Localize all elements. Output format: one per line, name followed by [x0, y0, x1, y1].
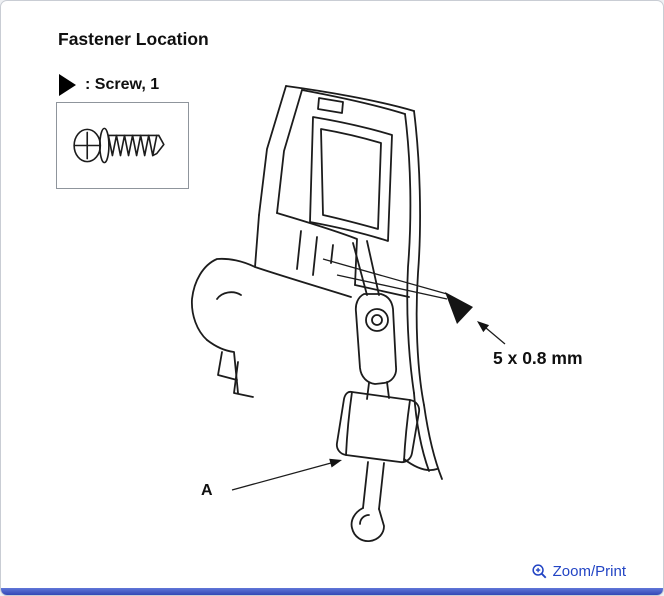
screw-legend-label: : Screw, 1	[85, 76, 160, 93]
page-title: Fastener Location	[58, 29, 209, 49]
zoom-print-link[interactable]: Zoom/Print	[531, 563, 626, 580]
fastener-box	[56, 102, 189, 189]
dimension-arrowhead-icon	[477, 321, 490, 333]
part-a-arrowhead-icon	[329, 458, 342, 468]
dimension-label: 5 x 0.8 mm	[493, 348, 583, 368]
fastener-legend: : Screw, 1	[59, 74, 159, 96]
zoom-print-label: Zoom/Print	[552, 563, 626, 580]
part-a-arrow-line	[231, 462, 332, 491]
screw-marker-icon	[59, 74, 76, 96]
vehicle-line-art	[191, 85, 443, 542]
dimension-arrow-line	[485, 327, 506, 345]
part-label-a: A	[201, 482, 213, 499]
screw-leader-lines	[322, 258, 448, 300]
screw-icon	[73, 127, 165, 164]
fastener-pointer-icon	[445, 292, 473, 324]
bottom-bar	[1, 588, 663, 595]
zoom-icon	[532, 564, 547, 579]
